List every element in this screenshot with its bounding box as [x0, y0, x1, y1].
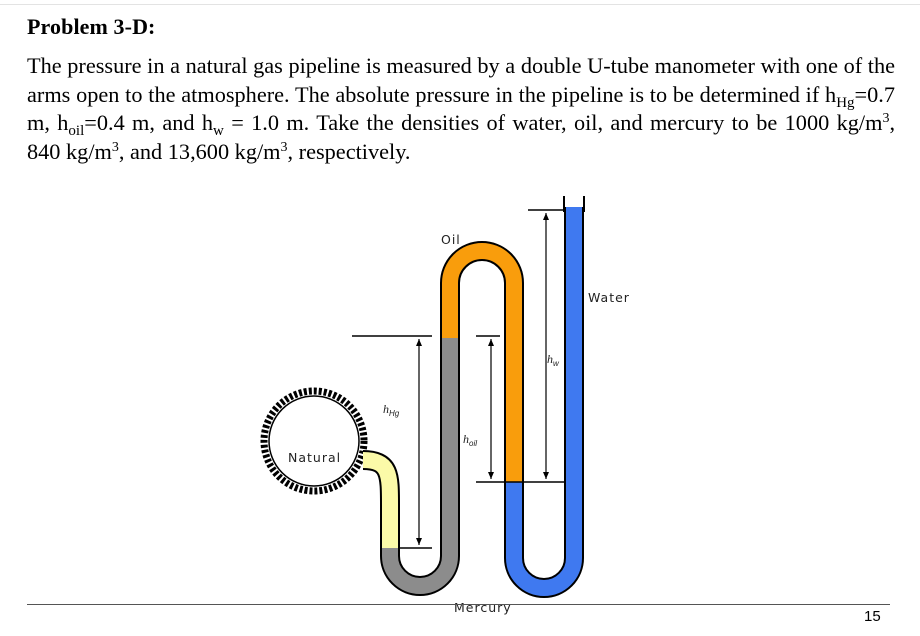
h-hg-label: hHg [383, 402, 400, 418]
oil-label: Oil [441, 232, 461, 247]
h-oil-label: hoil [463, 432, 477, 448]
mercury-u-tube [380, 338, 460, 596]
natural-gas-label: Natural [288, 450, 341, 465]
water-label: Water [588, 290, 630, 305]
problem-statement: The pressure in a natural gas pipeline i… [27, 53, 896, 164]
top-rule [0, 4, 920, 5]
problem-title: Problem 3-D: [27, 14, 156, 39]
gas-tube [362, 450, 400, 548]
page-number: 15 [864, 608, 881, 625]
footer-rule [27, 604, 890, 605]
h-w-label: hw [547, 352, 560, 368]
mercury-label: Mercury [454, 600, 512, 615]
pipeline-circle [260, 387, 368, 495]
water-u-tube [504, 207, 584, 598]
oil-tube [440, 241, 524, 482]
